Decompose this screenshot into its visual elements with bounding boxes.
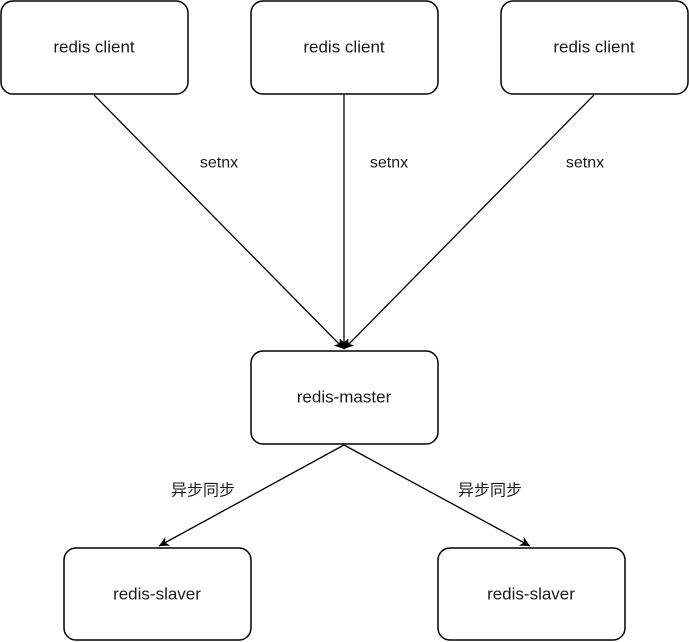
node-box	[250, 350, 439, 445]
node-box	[250, 0, 439, 95]
edge-label-async-sync: 异步同步	[458, 482, 522, 500]
edge-master-to-slaver-2: 异步同步	[343, 444, 531, 547]
node-box	[63, 547, 252, 641]
node-box	[437, 547, 626, 641]
edge-client-1-to-master: setnx	[93, 94, 345, 350]
edge-line	[93, 94, 345, 350]
edge-client-2-to-master: setnx	[339, 95, 408, 349]
edge-label-setnx: setnx	[200, 155, 238, 172]
edge-label-setnx: setnx	[566, 155, 604, 172]
node-redis-slaver-2: redis-slaver	[437, 547, 626, 641]
node-redis-client-1: redis client	[0, 0, 189, 95]
node-label: redis client	[303, 38, 385, 57]
node-box	[500, 0, 689, 95]
node-redis-slaver-1: redis-slaver	[63, 547, 252, 641]
node-box	[0, 0, 189, 95]
edge-label-setnx: setnx	[370, 155, 408, 172]
node-label: redis client	[53, 38, 135, 57]
node-label: redis client	[553, 38, 635, 57]
node-redis-master: redis-master	[250, 350, 439, 445]
node-label: redis-slaver	[113, 585, 201, 604]
edge-label-async-sync: 异步同步	[171, 482, 235, 500]
node-redis-client-2: redis client	[250, 0, 439, 95]
edge-line	[343, 444, 531, 547]
node-label: redis-slaver	[487, 585, 575, 604]
node-redis-client-3: redis client	[500, 0, 689, 95]
edge-client-3-to-master: setnx	[343, 94, 604, 350]
edge-line	[343, 94, 595, 350]
edge-line	[158, 444, 345, 547]
node-label: redis-master	[297, 388, 392, 407]
edge-master-to-slaver-1: 异步同步	[158, 444, 345, 547]
